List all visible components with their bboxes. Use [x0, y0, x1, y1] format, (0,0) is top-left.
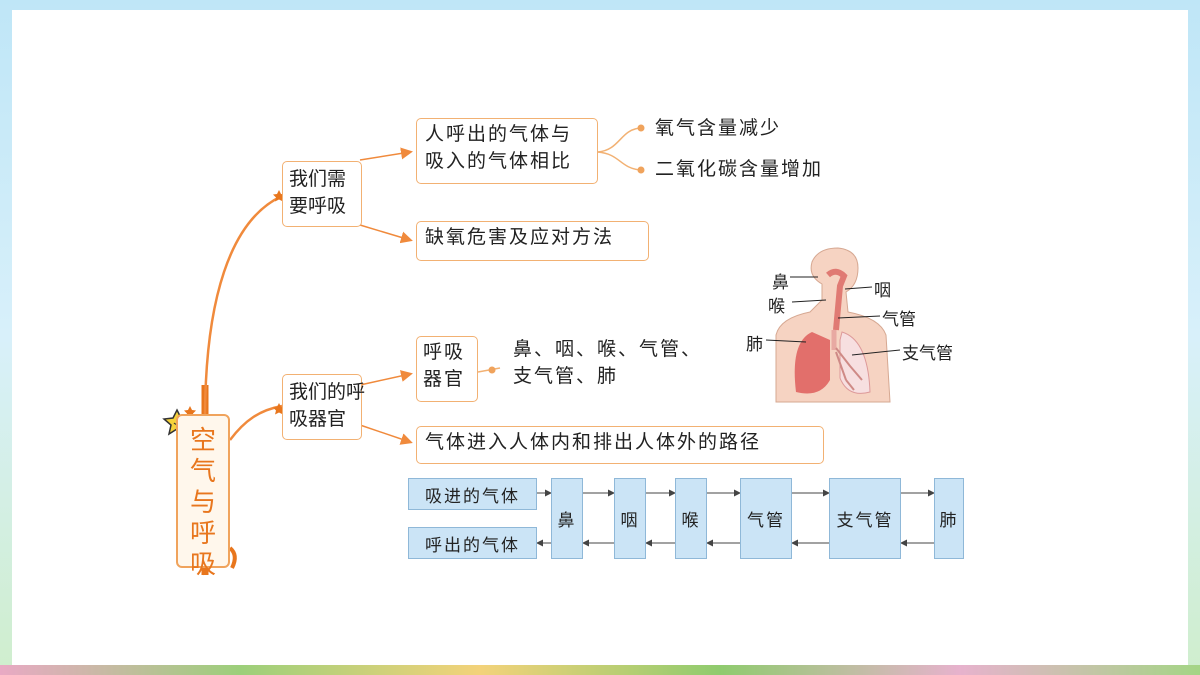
root-char: 与 — [189, 488, 216, 518]
flow-organ-label: 气管 — [747, 511, 785, 531]
flow-exhaled-label: 呼出的气体 — [425, 535, 520, 556]
root-char: 空 — [189, 426, 216, 456]
node-gas-path[interactable]: 气体进入人体内和排出人体外的路径 — [416, 426, 824, 464]
node-respiratory-organs-branch[interactable]: 我们的呼 吸器官 — [282, 374, 365, 440]
flow-organ-bronchi: 支气管 — [829, 478, 901, 559]
flow-exhaled-gas: 呼出的气体 — [408, 527, 537, 559]
flow-organ-label: 肺 — [939, 511, 959, 531]
root-char: 气 — [189, 457, 216, 487]
organ-list: 鼻、咽、喉、气管、 支气管、肺 — [513, 338, 703, 387]
label-pharynx: 咽 — [874, 281, 891, 301]
root-node[interactable]: 空 气 与 呼 吸 — [176, 414, 230, 580]
decorative-ground — [0, 665, 1200, 675]
respiratory-system-illustration — [765, 247, 901, 403]
flow-organ-label: 鼻 — [557, 511, 577, 531]
flow-inhaled-gas: 吸进的气体 — [408, 478, 537, 510]
root-char: 吸 — [189, 550, 216, 580]
flow-organ-nose: 鼻 — [551, 478, 583, 559]
flow-organ-larynx: 喉 — [675, 478, 707, 559]
label-bronchi: 支气管 — [902, 344, 953, 364]
label-larynx: 喉 — [768, 297, 785, 317]
label-lung: 肺 — [746, 335, 763, 355]
root-char: 呼 — [189, 519, 216, 549]
flow-organ-label: 咽 — [620, 511, 640, 531]
label-trachea: 气管 — [882, 310, 916, 330]
node-hypoxia[interactable]: 缺氧危害及应对方法 — [416, 221, 649, 261]
node-respiratory-organs[interactable]: 呼吸 器官 — [416, 336, 478, 402]
node-gas-comparison[interactable]: 人呼出的气体与 吸入的气体相比 — [416, 118, 598, 184]
flow-organ-pharynx: 咽 — [614, 478, 646, 559]
flow-organ-label: 喉 — [681, 511, 701, 531]
flow-organ-trachea: 气管 — [740, 478, 792, 559]
flow-organ-lung: 肺 — [934, 478, 964, 559]
label-nose: 鼻 — [772, 273, 789, 293]
node-we-need-breathing[interactable]: 我们需 要呼吸 — [282, 161, 362, 227]
leaf-oxygen-decrease: 氧气含量减少 — [655, 117, 782, 139]
flow-organ-label: 支气管 — [836, 511, 894, 531]
flow-inhaled-label: 吸进的气体 — [425, 486, 520, 507]
leaf-co2-increase: 二氧化碳含量增加 — [655, 158, 824, 180]
